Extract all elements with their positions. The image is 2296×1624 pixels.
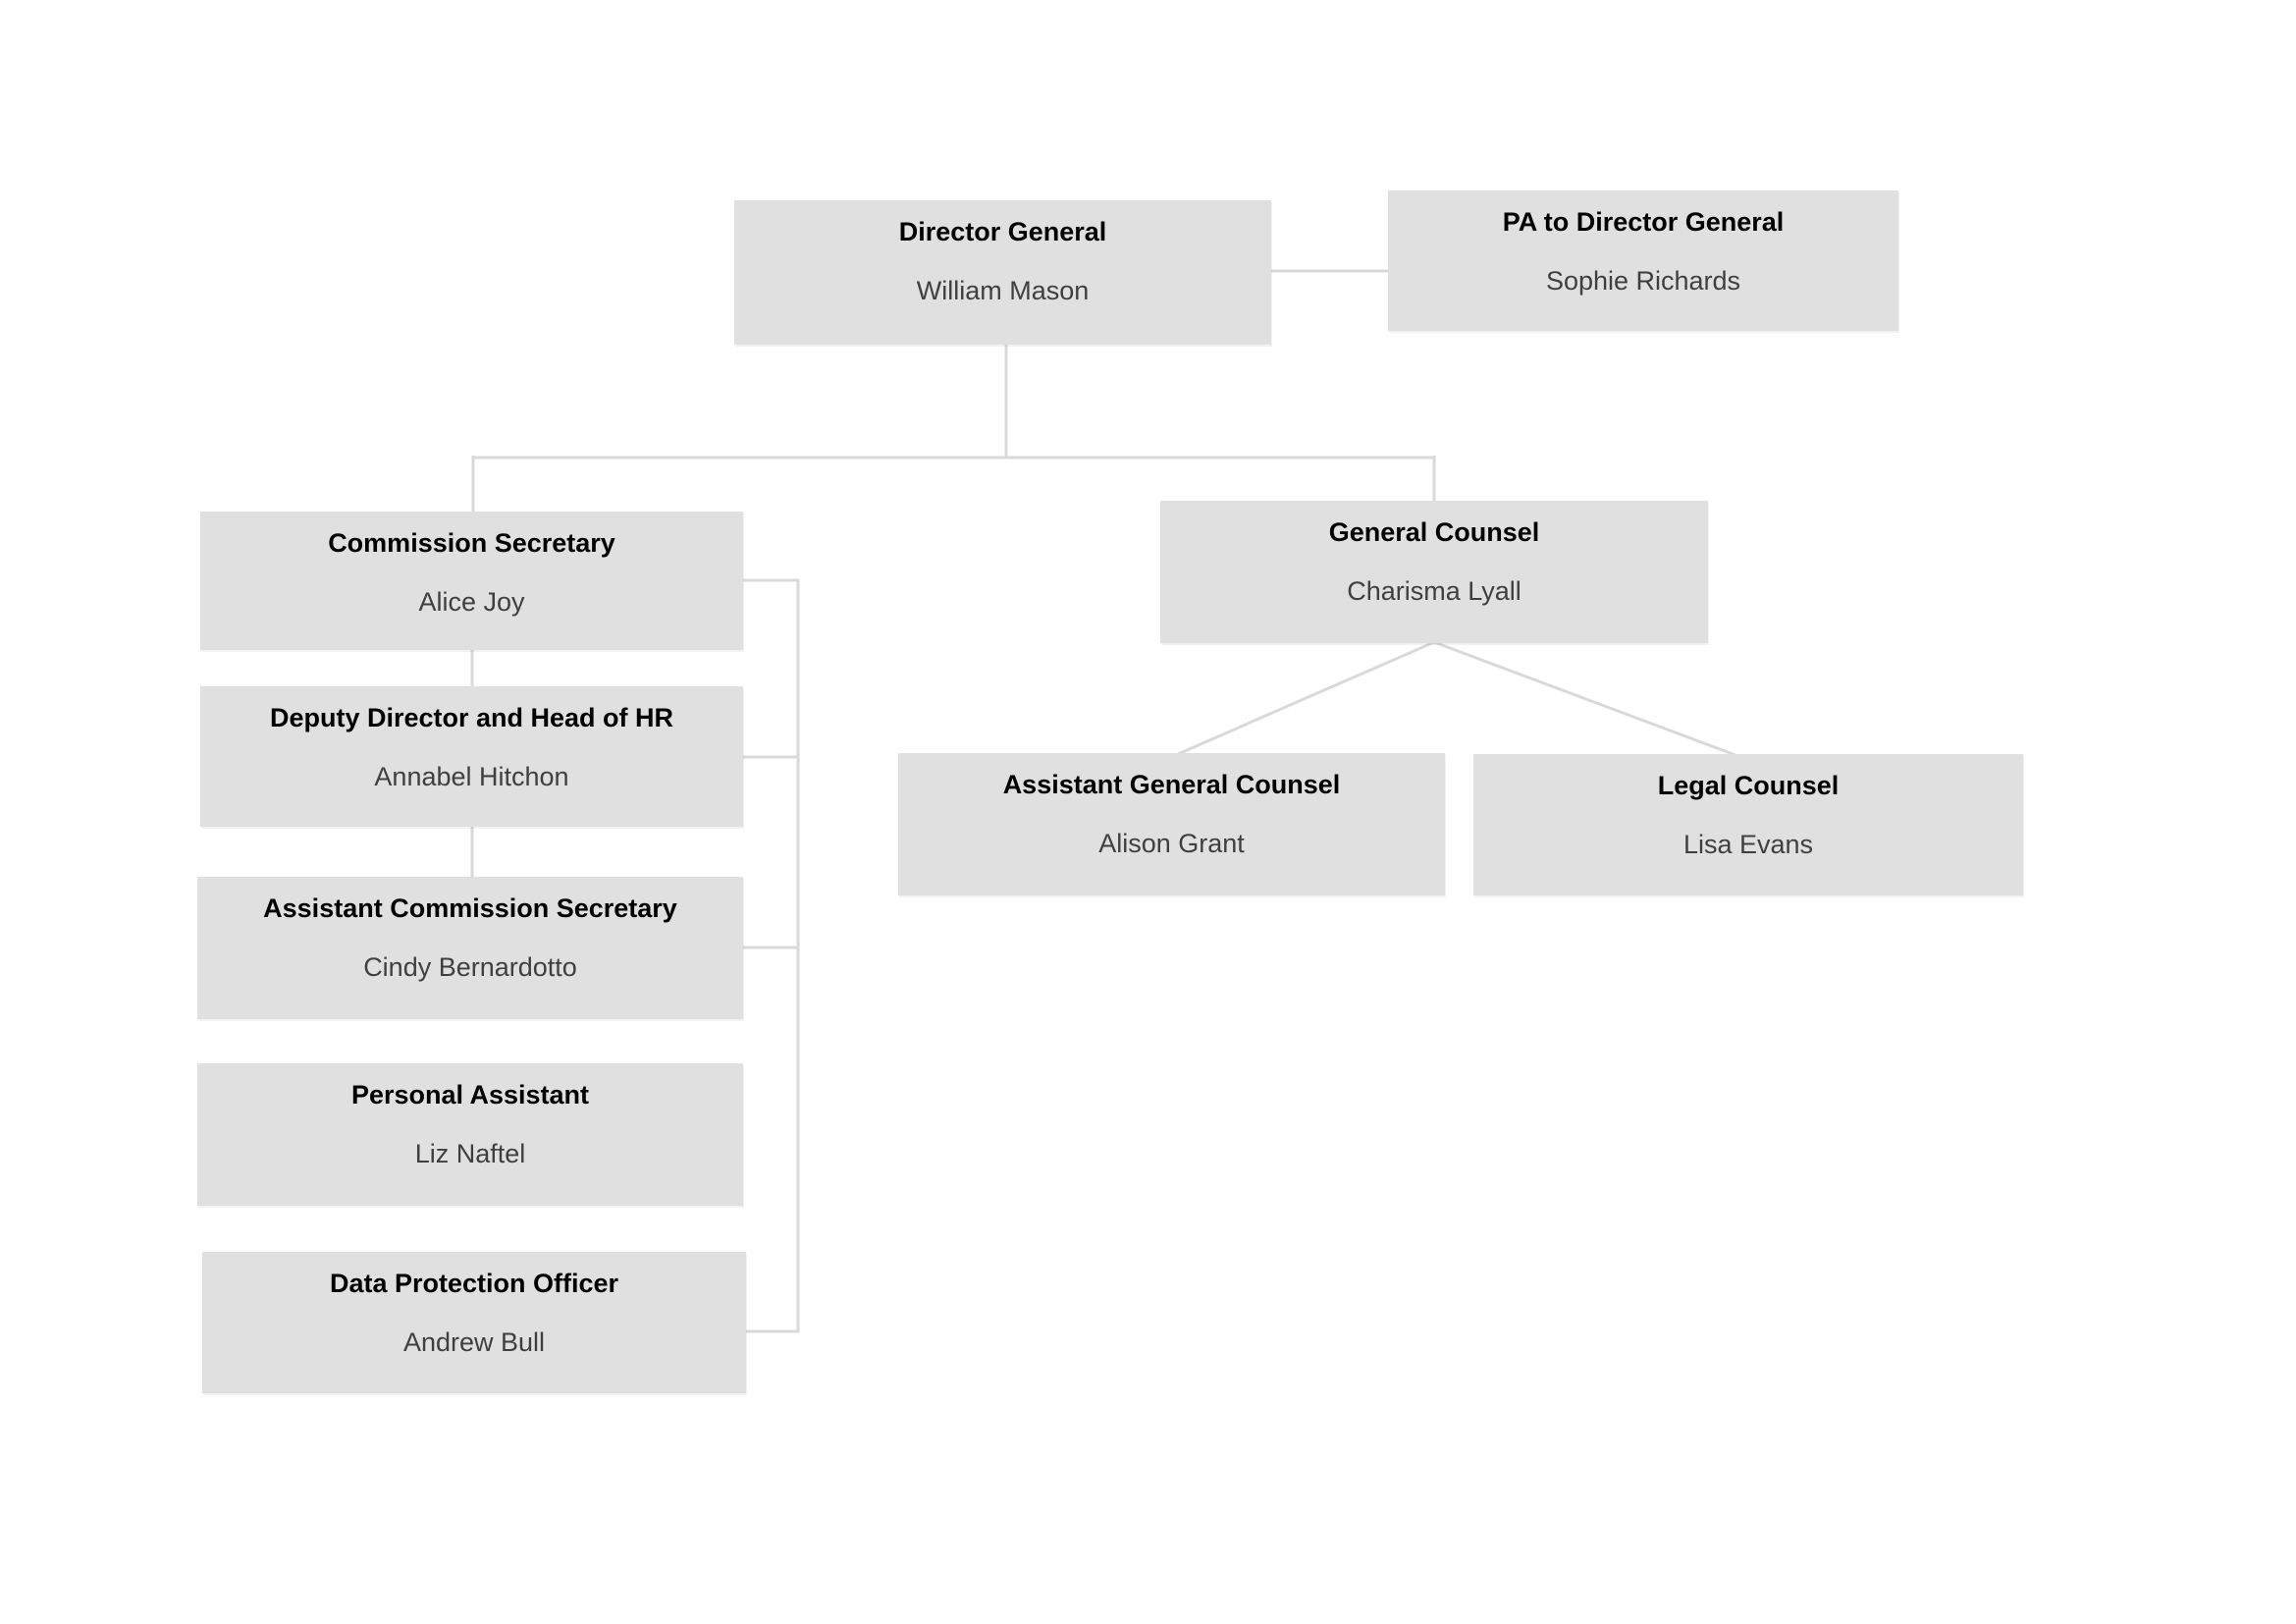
org-node-pa-to-director-general: PA to Director General Sophie Richards — [1388, 190, 1898, 331]
node-title: Commission Secretary — [328, 528, 615, 558]
node-person-name: Lisa Evans — [1682, 830, 1814, 859]
node-person-name: Alice Joy — [418, 587, 525, 617]
node-title: Director General — [898, 217, 1107, 246]
node-title: Personal Assistant — [350, 1080, 590, 1110]
org-node-assistant-commission-secretary: Assistant Commission Secretary Cindy Ber… — [197, 877, 743, 1019]
node-title: Data Protection Officer — [329, 1269, 619, 1298]
node-title: PA to Director General — [1502, 207, 1785, 237]
node-person-name: Annabel Hitchon — [374, 762, 569, 791]
node-title: General Counsel — [1328, 517, 1540, 547]
node-person-name: Sophie Richards — [1545, 266, 1741, 296]
node-person-name: Andrew Bull — [402, 1327, 546, 1357]
node-person-name: Liz Naftel — [414, 1139, 526, 1168]
org-node-general-counsel: General Counsel Charisma Lyall — [1160, 501, 1708, 643]
connector-gc-to-agc — [1177, 640, 1435, 756]
org-node-data-protection-officer: Data Protection Officer Andrew Bull — [202, 1252, 746, 1393]
org-node-assistant-general-counsel: Assistant General Counsel Alison Grant — [898, 753, 1445, 895]
org-node-legal-counsel: Legal Counsel Lisa Evans — [1473, 754, 2023, 895]
node-title: Assistant Commission Secretary — [263, 893, 677, 923]
node-person-name: Cindy Bernardotto — [363, 952, 577, 982]
org-node-commission-secretary: Commission Secretary Alice Joy — [200, 512, 743, 650]
org-node-director-general: Director General William Mason — [734, 200, 1271, 345]
node-person-name: Charisma Lyall — [1347, 576, 1522, 606]
node-title: Assistant General Counsel — [1002, 770, 1341, 799]
node-title: Legal Counsel — [1657, 771, 1840, 800]
node-title: Deputy Director and Head of HR — [269, 703, 674, 732]
org-node-personal-assistant: Personal Assistant Liz Naftel — [197, 1063, 743, 1206]
org-node-deputy-director-head-of-hr: Deputy Director and Head of HR Annabel H… — [200, 686, 743, 827]
node-person-name: William Mason — [916, 276, 1090, 305]
connector-gc-to-legal-counsel — [1433, 640, 1736, 757]
node-person-name: Alison Grant — [1098, 829, 1245, 858]
